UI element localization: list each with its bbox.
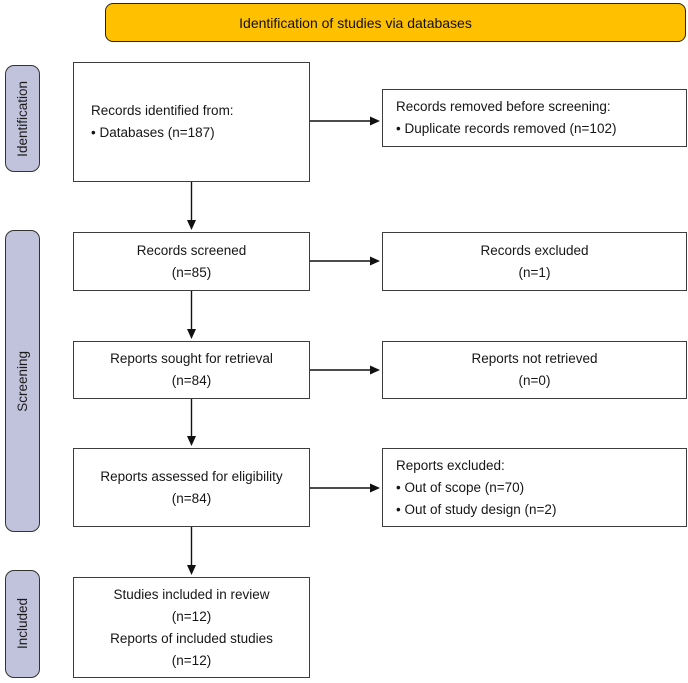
box-line: Records removed before screening:: [396, 99, 611, 114]
banner: Identification of studies via databases: [105, 3, 686, 42]
stage-label-identification-text: Identification: [15, 80, 30, 157]
box-reports-not-retrieved: Reports not retrieved (n=0): [382, 341, 687, 399]
box-records-identified: Records identified from: • Databases (n=…: [73, 62, 310, 182]
box-line: (n=84): [171, 373, 212, 388]
box-line: Reports not retrieved: [471, 351, 598, 366]
box-line: Records screened: [136, 242, 247, 258]
stage-label-included-text: Included: [15, 598, 30, 650]
box-line: Reports of included studies: [110, 630, 273, 646]
box-line: • Out of study design (n=2): [396, 501, 557, 517]
stage-label-included: Included: [5, 570, 40, 678]
stage-label-screening: Screening: [5, 230, 40, 532]
box-reports-assessed: Reports assessed for eligibility (n=84): [73, 448, 310, 527]
box-line: • Duplicate records removed (n=102): [396, 121, 617, 136]
box-line: Reports excluded:: [396, 457, 505, 473]
box-line: Records identified from:: [91, 103, 234, 118]
box-line: • Out of scope (n=70): [396, 479, 525, 495]
box-reports-excluded: Reports excluded: • Out of scope (n=70) …: [382, 448, 687, 527]
box-reports-sought: Reports sought for retrieval (n=84): [73, 341, 310, 399]
box-studies-included: Studies included in review (n=12) Report…: [73, 577, 310, 678]
box-line: Reports assessed for eligibility: [100, 468, 283, 484]
box-records-screened: Records screened (n=85): [73, 232, 310, 291]
box-line: Studies included in review: [113, 586, 270, 602]
box-line: (n=1): [518, 264, 551, 280]
box-line: Records excluded: [480, 242, 589, 258]
box-line: (n=85): [171, 264, 212, 280]
box-line: (n=84): [171, 490, 212, 506]
box-line: Reports sought for retrieval: [110, 351, 273, 366]
box-line: • Databases (n=187): [91, 125, 215, 140]
stage-label-screening-text: Screening: [15, 350, 30, 412]
banner-title: Identification of studies via databases: [239, 14, 472, 31]
box-line: (n=0): [518, 373, 551, 388]
box-line: (n=12): [171, 608, 212, 624]
box-records-excluded: Records excluded (n=1): [382, 232, 687, 291]
box-line: (n=12): [171, 652, 212, 668]
stage-label-identification: Identification: [5, 65, 40, 172]
box-records-removed: Records removed before screening: • Dupl…: [382, 89, 687, 147]
